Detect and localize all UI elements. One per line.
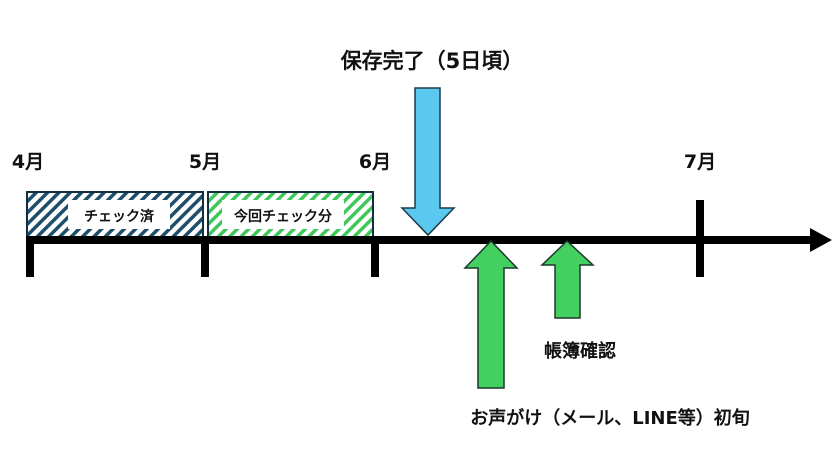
save-complete-label: 保存完了（5日頃） (340, 49, 524, 73)
month-label-april: 4月 (12, 151, 44, 173)
ledger-check-label: 帳簿確認 (544, 340, 616, 362)
month-label-june: 6月 (359, 151, 391, 173)
save-complete-arrow-icon (400, 87, 456, 237)
contact-arrow-icon (463, 239, 519, 389)
period-current-check: 今回チェック分 (207, 191, 374, 238)
tick-may (201, 237, 209, 277)
period-checked-label: チェック済 (84, 208, 155, 225)
axis-arrowhead-icon (810, 228, 832, 252)
tick-april (26, 237, 34, 277)
tick-june (371, 237, 379, 277)
month-label-july: 7月 (684, 151, 716, 173)
ledger-check-arrow-icon (540, 239, 595, 319)
timeline-axis (26, 200, 832, 277)
contact-label: お声がけ（メール、LINE等）初旬 (470, 407, 750, 429)
month-label-may: 5月 (189, 151, 221, 173)
period-current-label: 今回チェック分 (233, 208, 332, 225)
period-checked: チェック済 (26, 191, 204, 238)
tick-july (696, 200, 704, 277)
